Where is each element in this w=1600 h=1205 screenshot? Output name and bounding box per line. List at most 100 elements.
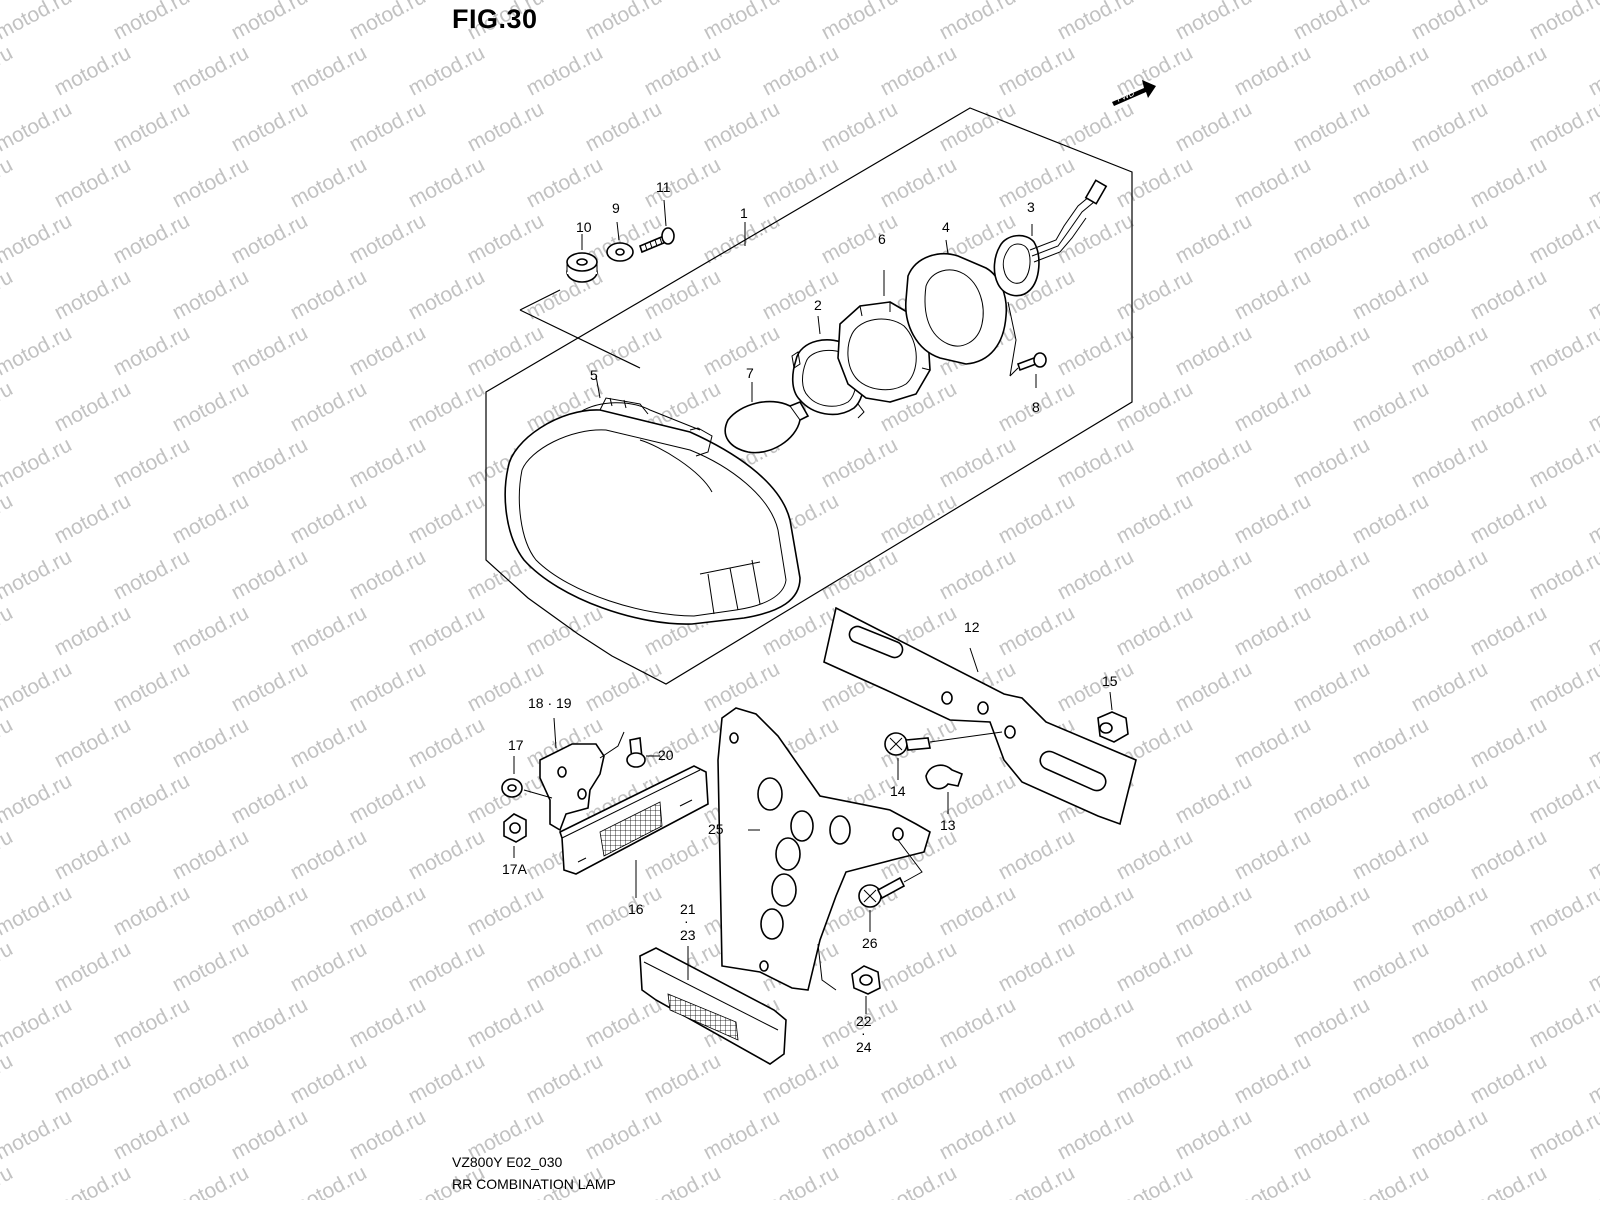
callout-24: 24 xyxy=(856,1039,872,1055)
watermark-text: motod.ru xyxy=(405,713,489,772)
watermark-text: motod.ru xyxy=(1467,713,1551,772)
watermark-text: motod.ru xyxy=(405,489,489,548)
watermark-text: motod.ru xyxy=(995,41,1079,100)
watermark-text: motod.ru xyxy=(1526,209,1600,268)
watermark-text: motod.ru xyxy=(641,1049,725,1108)
watermark-text: motod.ru xyxy=(700,0,784,44)
watermark-text: motod.ru xyxy=(1290,881,1374,940)
watermark-text: motod.ru xyxy=(51,265,135,324)
watermark-text: motod.ru xyxy=(582,97,666,156)
watermark-text: motod.ru xyxy=(1290,545,1374,604)
watermark-text: motod.ru xyxy=(523,41,607,100)
watermark-text: motod.ru xyxy=(1231,601,1315,660)
watermark-text: motod.ru xyxy=(1113,1161,1197,1200)
watermark-text: motod.ru xyxy=(1349,265,1433,324)
watermark-text: motod.ru xyxy=(110,545,194,604)
watermark-text: motod.ru xyxy=(51,153,135,212)
watermark-text: motod.ru xyxy=(1467,937,1551,996)
watermark-text: motod.ru xyxy=(464,769,548,828)
watermark-text: motod.ru xyxy=(759,1161,843,1200)
watermark-text: motod.ru xyxy=(287,1161,371,1200)
side-bracket-part-18-19 xyxy=(539,717,625,832)
watermark-text: motod.ru xyxy=(0,377,17,436)
watermark-text: motod.ru xyxy=(0,881,76,940)
watermark-text: motod.ru xyxy=(0,433,76,492)
grommet-part-10 xyxy=(566,234,598,283)
watermark-text: motod.ru xyxy=(582,881,666,940)
watermark-text: motod.ru xyxy=(877,489,961,548)
screw-part-26 xyxy=(858,839,923,932)
watermark-text: motod.ru xyxy=(1231,153,1315,212)
watermark-text: motod.ru xyxy=(1408,209,1492,268)
watermark-text: motod.ru xyxy=(936,97,1020,156)
watermark-text: motod.ru xyxy=(1172,433,1256,492)
watermark-text: motod.ru xyxy=(1526,1105,1600,1164)
watermark-text: motod.ru xyxy=(51,1161,135,1200)
watermark-text: motod.ru xyxy=(287,489,371,548)
watermark-text: motod.ru xyxy=(995,153,1079,212)
watermark-text: motod.ru xyxy=(110,1105,194,1164)
watermark-text: motod.ru xyxy=(405,601,489,660)
watermark-text: motod.ru xyxy=(169,937,253,996)
watermark-text: motod.ru xyxy=(110,433,194,492)
watermark-text: motod.ru xyxy=(464,321,548,380)
watermark-text: motod.ru xyxy=(1349,713,1433,772)
watermark-text: motod.ru xyxy=(1526,97,1600,156)
watermark-text: motod.ru xyxy=(1408,545,1492,604)
callout-7: 7 xyxy=(746,365,754,381)
watermark-text: motod.ru xyxy=(1113,1049,1197,1108)
watermark-text: motod.ru xyxy=(877,1161,961,1200)
watermark-text: motod.ru xyxy=(1349,41,1433,100)
watermark-text: motod.ru xyxy=(582,993,666,1052)
watermark-text: motod.ru xyxy=(169,153,253,212)
watermark-text: motod.ru xyxy=(0,321,76,380)
watermark-text: motod.ru xyxy=(287,153,371,212)
watermark-text: motod.ru xyxy=(1113,937,1197,996)
watermark-text: motod.ru xyxy=(1408,321,1492,380)
callout-1: 1 xyxy=(740,205,748,221)
watermark-text: motod.ru xyxy=(1467,1049,1551,1108)
watermark-text: motod.ru xyxy=(287,377,371,436)
watermark-text: motod.ru xyxy=(582,0,666,44)
watermark-text: motod.ru xyxy=(818,97,902,156)
callout-6: 6 xyxy=(878,231,886,247)
watermark-text: motod.ru xyxy=(51,41,135,100)
watermark-text: motod.ru xyxy=(464,881,548,940)
watermark-text: motod.ru xyxy=(1290,769,1374,828)
watermark-text: motod.ru xyxy=(346,97,430,156)
watermark-text: motod.ru xyxy=(405,265,489,324)
watermark-text: motod.ru xyxy=(1526,433,1600,492)
callout-26: 26 xyxy=(862,935,878,951)
watermark-text: motod.ru xyxy=(523,601,607,660)
watermark-text: motod.ru xyxy=(1585,265,1600,324)
screw-part-8 xyxy=(1007,301,1047,388)
watermark-text: motod.ru xyxy=(1408,0,1492,44)
watermark-text: motod.ru xyxy=(700,321,784,380)
watermark-text: motod.ru xyxy=(1349,377,1433,436)
watermark-text: motod.ru xyxy=(1408,1105,1492,1164)
watermark-text: motod.ru xyxy=(1231,41,1315,100)
watermark-text: motod.ru xyxy=(995,601,1079,660)
callout-8: 8 xyxy=(1032,399,1040,415)
callout-9: 9 xyxy=(612,200,620,216)
watermark-text: motod.ru xyxy=(818,433,902,492)
watermark-text: motod.ru xyxy=(1585,489,1600,548)
watermark-text: motod.ru xyxy=(464,97,548,156)
watermark-text: motod.ru xyxy=(228,545,312,604)
watermark-text: motod.ru xyxy=(228,769,312,828)
watermark-text: motod.ru xyxy=(1526,881,1600,940)
callout-22-24-dot: · xyxy=(861,1025,866,1041)
watermark-text: motod.ru xyxy=(110,993,194,1052)
watermark-text: motod.ru xyxy=(1172,97,1256,156)
watermark-text: motod.ru xyxy=(51,825,135,884)
callout-4: 4 xyxy=(942,219,950,235)
watermark-text: motod.ru xyxy=(0,657,76,716)
watermark-text: motod.ru xyxy=(641,153,725,212)
lamp-housing-part-5 xyxy=(504,375,801,625)
watermark-text: motod.ru xyxy=(1231,377,1315,436)
watermark-text: motod.ru xyxy=(1467,825,1551,884)
watermark-text: motod.ru xyxy=(1172,0,1256,44)
watermark-text: motod.ru xyxy=(228,657,312,716)
